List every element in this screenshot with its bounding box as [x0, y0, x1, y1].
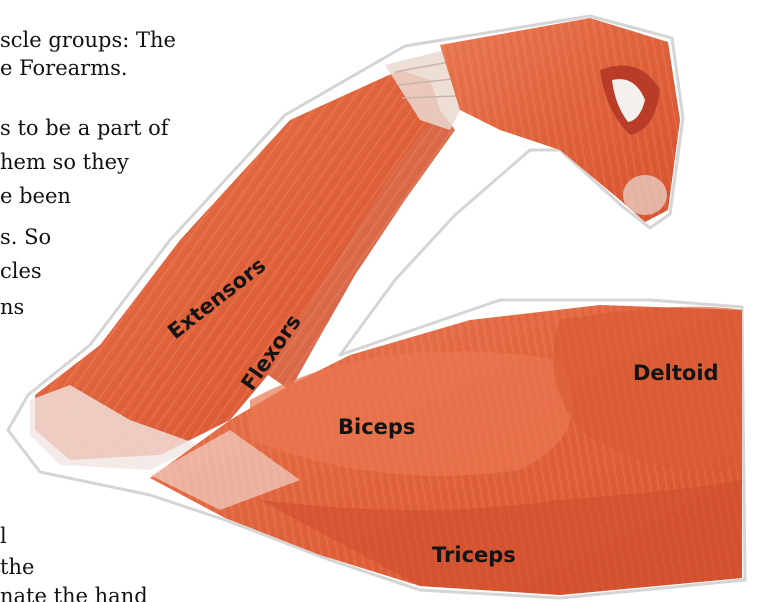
label-biceps: Biceps — [338, 415, 415, 439]
label-triceps: Triceps — [432, 543, 516, 567]
label-deltoid: Deltoid — [633, 361, 719, 385]
